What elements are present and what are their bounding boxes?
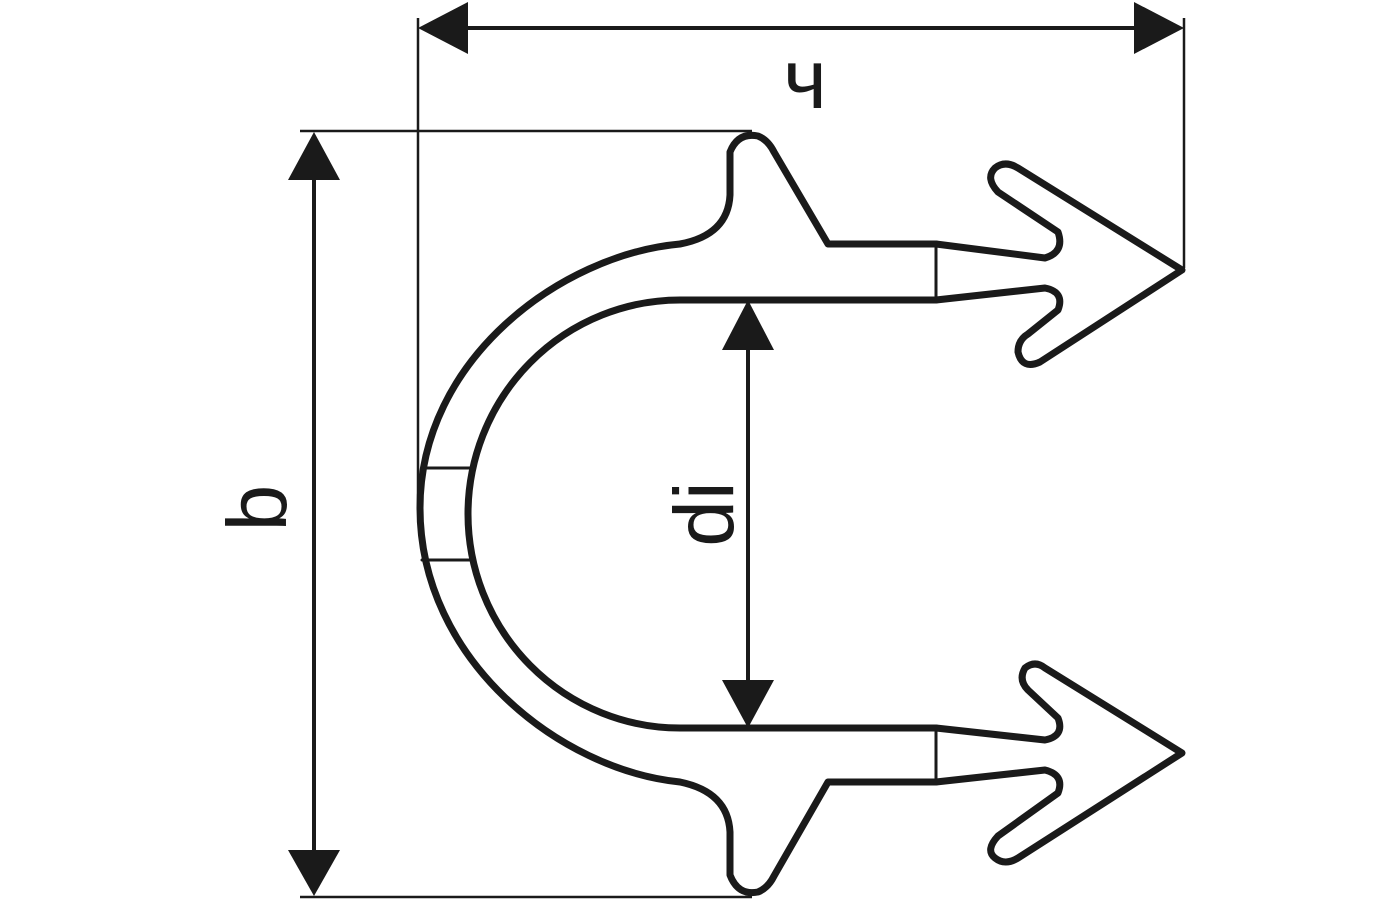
height-label: b (210, 485, 304, 532)
top-dimension-arrow-right (1134, 2, 1184, 54)
clip-bottom-prong (932, 660, 1186, 866)
top-dimension-arrow-left (418, 2, 468, 54)
top-width-label: ч (783, 32, 827, 126)
inner-diameter-arrow-bottom (722, 680, 774, 728)
inner-diameter-label: di (657, 481, 751, 546)
inner-diameter-dimension: di (657, 300, 774, 728)
clip-outer-arc (416, 131, 940, 897)
height-dimension: b (210, 132, 340, 896)
inner-diameter-arrow-top (722, 300, 774, 350)
top-dimension: ч (418, 2, 1184, 126)
extension-lines (300, 18, 1186, 899)
clip-top-prong (932, 160, 1186, 368)
height-dimension-arrow-top (288, 132, 340, 180)
clip-inner-arc (464, 296, 940, 732)
height-dimension-arrow-bottom (288, 850, 340, 896)
clip-outline (416, 131, 1186, 897)
